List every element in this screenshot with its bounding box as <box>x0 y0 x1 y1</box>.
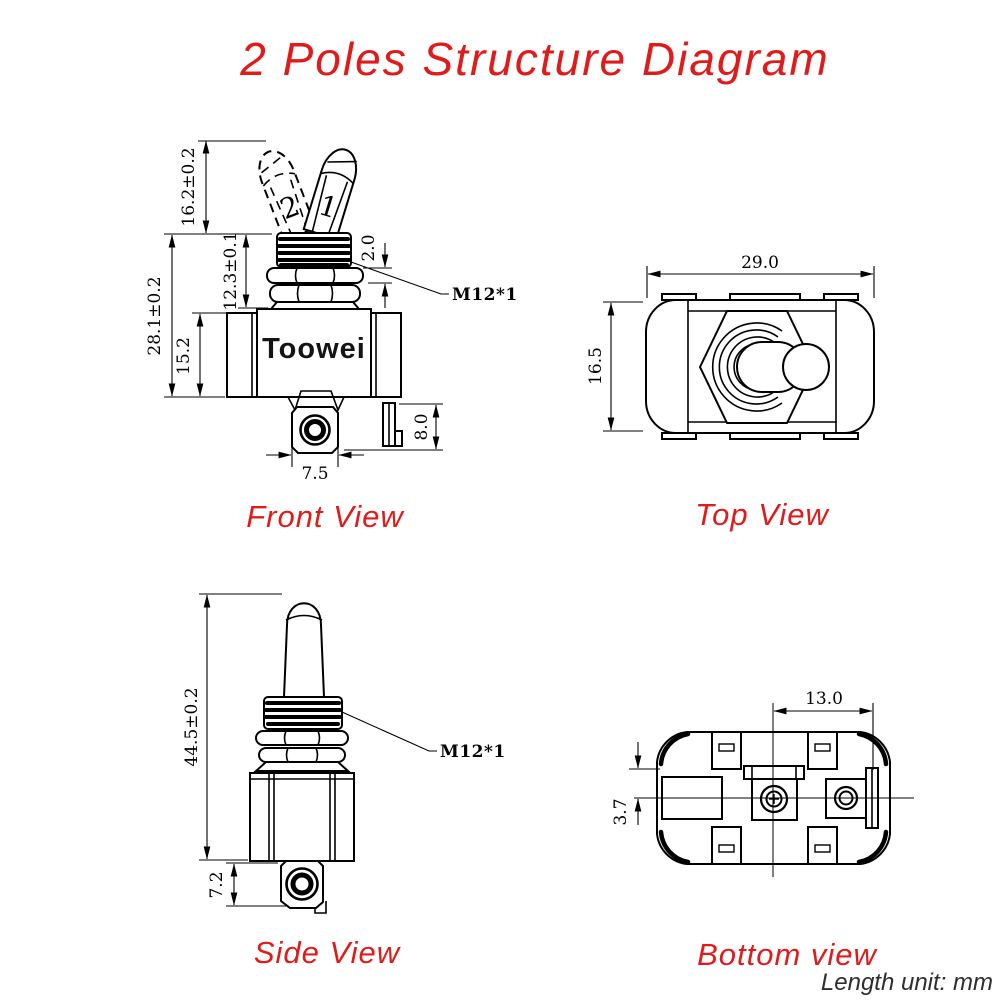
side-lever <box>282 602 326 698</box>
side-terminal <box>280 860 327 914</box>
front-side-pin <box>382 402 403 447</box>
front-dim-thread-exposed: 2.0 <box>359 234 379 261</box>
side-body <box>249 772 355 862</box>
bottom-dim-terminal-pitch: 13.0 <box>805 689 843 709</box>
bottom-dim-center-offset: 3.7 <box>611 798 631 825</box>
bottom-dimensions: 13.0 3.7 <box>611 689 874 826</box>
front-thread <box>276 232 352 268</box>
front-dim-terminal-height: 8.0 <box>412 413 432 440</box>
top-view: 29.0 16.5 Top View <box>586 253 875 532</box>
bottom-body <box>656 731 891 865</box>
bottom-centerlines <box>634 703 914 877</box>
front-lever-position-2: 2 <box>258 150 318 242</box>
side-dim-terminal-height: 7.2 <box>207 871 227 898</box>
front-nuts <box>266 267 364 310</box>
front-brand-label: Toowei <box>262 333 366 365</box>
front-view-label: Front View <box>246 499 405 534</box>
side-view: 44.5±0.2 M12*1 7.2 Side View <box>182 593 506 970</box>
page-title: 2 Poles Structure Diagram <box>239 33 829 85</box>
side-thread <box>263 696 343 730</box>
top-dim-width: 29.0 <box>741 253 779 273</box>
bottom-view-label: Bottom view <box>697 937 878 972</box>
top-lever <box>736 341 830 393</box>
top-dimensions: 29.0 16.5 <box>586 253 875 432</box>
top-view-label: Top View <box>695 497 830 532</box>
side-nuts <box>253 730 351 772</box>
bottom-view: 13.0 3.7 Bottom view <box>611 689 914 972</box>
side-thread-spec: M12*1 <box>440 742 506 762</box>
front-dimensions: 16.2±0.2 28.1±0.2 12.3±0.1 15.2 2.0 M12*… <box>145 140 518 484</box>
top-dim-height: 16.5 <box>586 347 606 385</box>
front-terminal <box>291 406 339 454</box>
front-dim-terminal-width: 7.5 <box>301 464 328 484</box>
length-unit-note: Length unit: mm <box>821 969 993 996</box>
front-thread-spec: M12*1 <box>452 285 518 305</box>
side-view-label: Side View <box>254 935 402 970</box>
front-view: 2 1 <box>145 140 518 534</box>
front-dim-thread-height: 12.3±0.1 <box>221 231 241 310</box>
front-dim-body-height: 15.2 <box>174 337 194 375</box>
front-dim-total-height: 28.1±0.2 <box>145 276 165 355</box>
front-body: Toowei <box>226 308 402 413</box>
front-lever-position-1: 1 <box>302 148 358 241</box>
side-dim-total-height: 44.5±0.2 <box>182 687 202 766</box>
side-dimensions: 44.5±0.2 M12*1 7.2 <box>182 593 506 907</box>
front-dim-lever-height: 16.2±0.2 <box>179 147 199 226</box>
